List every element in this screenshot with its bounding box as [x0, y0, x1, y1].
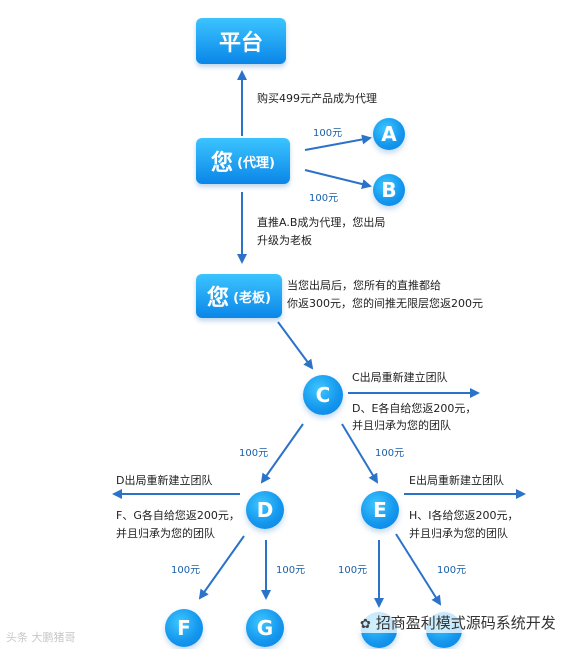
amount-d-to-g: 100元 — [276, 565, 306, 576]
wechat-icon: ✿ — [360, 617, 371, 632]
node-f: F — [165, 609, 203, 647]
c-de-line2: 并且归承为您的团队 — [352, 419, 451, 432]
node-e-label: E — [373, 498, 387, 522]
e-hi-line1: H、I各给您返200元， — [409, 509, 519, 522]
platform-node: 平台 — [196, 18, 286, 64]
boss-main-label: 您 — [207, 286, 230, 311]
amount-c-to-e: 100元 — [375, 448, 405, 459]
amount-d-to-f: 100元 — [171, 565, 201, 576]
arrow-agent-to-a — [304, 134, 372, 151]
promote-label-line1: 直推A.B成为代理，您出局 — [257, 216, 386, 229]
node-d-label: D — [256, 498, 274, 522]
promote-label-line2: 升级为老板 — [257, 234, 312, 247]
boss-desc-line1: 当您出局后，您所有的直推都给 — [287, 279, 441, 292]
agent-sub-label: (代理) — [237, 155, 275, 171]
node-d: D — [246, 491, 284, 529]
brand-watermark: ✿ 招商盈利模式源码系统开发 — [358, 612, 558, 633]
boss-sub-label: (老板) — [233, 290, 271, 306]
d-fg-line1: F、G各自给您返200元， — [116, 509, 240, 522]
node-e: E — [361, 491, 399, 529]
brand-watermark-text: 招商盈利模式源码系统开发 — [375, 614, 556, 632]
amount-c-to-d: 100元 — [239, 448, 269, 459]
agent-node: 您 (代理) — [196, 138, 290, 184]
node-g-label: G — [256, 616, 274, 640]
platform-label: 平台 — [218, 31, 263, 56]
arrow-agent-to-b — [304, 169, 372, 189]
arrow-c-to-e — [341, 423, 379, 484]
agent-main-label: 您 — [211, 151, 234, 176]
node-a-label: A — [381, 122, 397, 146]
arrow-d-to-f — [198, 535, 245, 600]
c-de-line1: D、E各自给您返200元， — [352, 402, 477, 415]
e-rebuild-label: E出局重新建立团队 — [409, 474, 504, 487]
node-b-label: B — [381, 178, 397, 202]
node-g: G — [246, 609, 284, 647]
amount-to-a: 100元 — [313, 128, 343, 139]
node-f-label: F — [177, 616, 191, 640]
arrow-c-to-d — [260, 423, 304, 484]
e-hi-line2: 并且归承为您的团队 — [409, 527, 508, 540]
boss-desc-line2: 你返300元，您的间推无限层您返200元 — [287, 297, 483, 310]
node-c: C — [303, 375, 343, 415]
amount-e-to-i: 100元 — [437, 565, 467, 576]
node-a: A — [373, 118, 405, 150]
d-rebuild-label: D出局重新建立团队 — [116, 474, 213, 487]
d-fg-line2: 并且归承为您的团队 — [116, 527, 215, 540]
source-watermark: 头条 大鹏猪哥 — [6, 631, 76, 644]
amount-to-b: 100元 — [309, 193, 339, 204]
boss-node: 您 (老板) — [196, 274, 282, 318]
node-b: B — [373, 174, 405, 206]
arrow-e-to-i — [395, 533, 442, 606]
c-rebuild-label: C出局重新建立团队 — [352, 371, 448, 384]
node-c-label: C — [315, 383, 331, 407]
amount-e-to-h: 100元 — [338, 565, 368, 576]
arrow-boss-to-c — [277, 321, 314, 370]
buy-label: 购买499元产品成为代理 — [257, 92, 377, 105]
